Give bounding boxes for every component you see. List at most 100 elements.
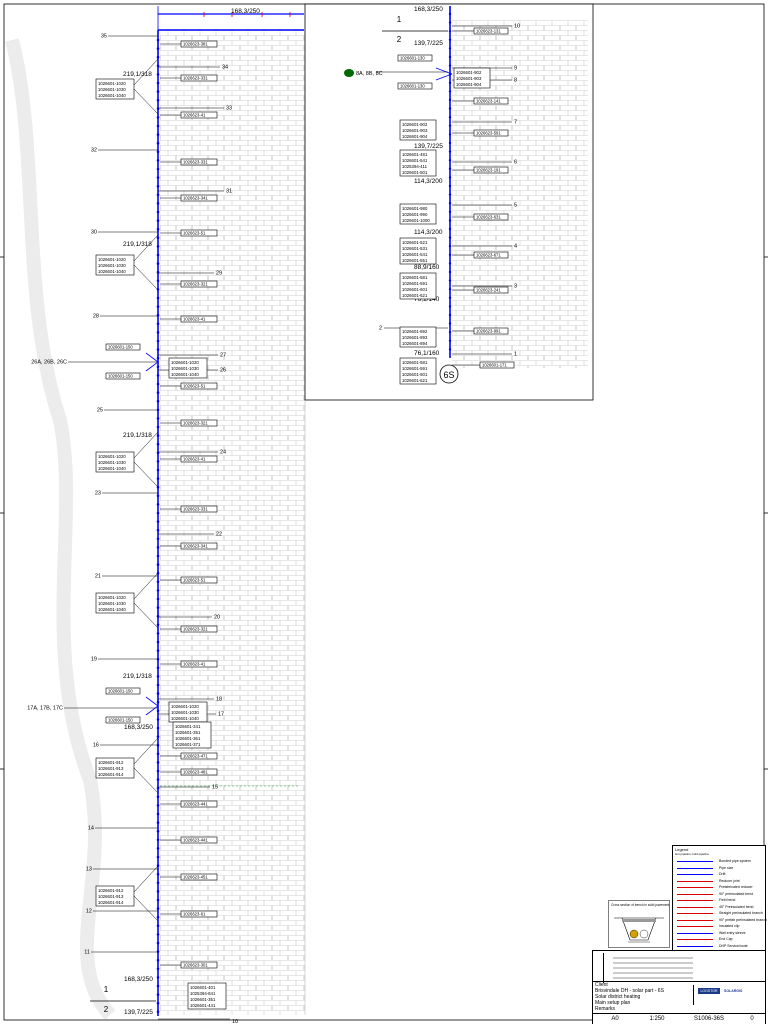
detail-view-label: 6S (443, 370, 454, 380)
joint-marker (448, 30, 452, 33)
detail-junction-tag-label: 1026601-130 (400, 56, 425, 61)
part-group-line: 1026601-1040 (98, 607, 126, 612)
joint-marker (448, 167, 452, 170)
pipe-dimension: 219,1/318 (123, 71, 152, 78)
junction-tag: 1026601-150 (105, 716, 141, 724)
part-tag: 1026623-41 (180, 455, 218, 463)
part-tag: 1026623-321 (180, 280, 218, 288)
joint-marker (156, 795, 160, 799)
paving-strip (160, 30, 305, 1015)
part-group-line: 1026601-1030 (98, 460, 126, 465)
joint-marker (156, 305, 160, 308)
detail-part-group: 1026601-4811026601-5411025394-4111026601… (399, 149, 437, 177)
part-group-line: 1026601-1030 (98, 601, 126, 606)
detail-dimensions: 168,3/250139,7/225139,7/225114,3/200114,… (382, 6, 448, 357)
detail-part-tag-label: 1026623-241 (476, 288, 501, 293)
joint-marker (448, 270, 452, 274)
detail-part-group-line: 1026601-521 (402, 240, 428, 245)
legend-item: Field bend (675, 897, 763, 905)
detail-dimension: 76,1/160 (414, 350, 440, 357)
joint-marker (156, 399, 160, 403)
cross-section-detail: Cross section of trench in solid pavemen… (608, 900, 670, 948)
detail-line-tag: 7 (514, 120, 517, 126)
joint-marker (156, 331, 160, 334)
detail-part-tag-label: 1026623-131 (476, 29, 501, 34)
detail-part-tag-label: 1026623-991 (476, 329, 501, 334)
joint-marker (448, 73, 452, 76)
joint-marker (156, 580, 160, 584)
line-tag: 14 (88, 826, 94, 832)
part-tag-label: 1026623-381 (183, 42, 208, 47)
part-tag: 1026623-481 (180, 768, 218, 776)
legend-swatch (677, 880, 713, 882)
drawing-scale: 1:250 (649, 1016, 665, 1022)
line-tag: 10 (232, 1019, 238, 1024)
part-tag-label: 1026623-321 (183, 627, 208, 632)
joint-marker (156, 950, 160, 953)
detail-line-tag: 5 (514, 203, 517, 209)
joint-marker (156, 890, 160, 893)
joint-marker (156, 348, 160, 351)
joint-marker (448, 339, 452, 342)
detail-part-tag-label: 1026623-671 (476, 253, 501, 258)
joint-marker (156, 915, 160, 919)
legend-swatch (677, 932, 713, 934)
joint-marker (156, 683, 160, 687)
detail-dimension: 114,3/200 (414, 229, 443, 236)
detail-part-group-line: 1026601-591 (402, 366, 428, 371)
line-tag: 13 (86, 867, 92, 873)
joint-marker (448, 279, 452, 282)
joint-marker (156, 236, 160, 240)
detail-part-group: 1026601-5811026601-5911026601-6011026601… (399, 357, 437, 385)
detail-junction-tags: 1026601-1301026601-1301026601-9021026601… (397, 54, 491, 90)
part-tag: 1026623-471 (180, 752, 218, 760)
line-tag: 22 (216, 532, 222, 538)
detail-part-group-line: 1025394-411 (402, 164, 428, 169)
junction-group: 1026601-3411026601-3511026601-3611026601… (172, 721, 212, 749)
legend-swatch (677, 945, 713, 947)
joint-marker (156, 47, 160, 50)
joint-marker (156, 81, 160, 85)
detail-part-group-line: 1026601-621 (402, 378, 428, 383)
joint-marker (448, 133, 452, 136)
pipe-dimension: 168,3/250 (124, 724, 153, 731)
detail-line-tag: 1 (514, 352, 517, 358)
joint-marker (156, 133, 160, 136)
joint-marker (448, 47, 452, 50)
part-tag-label: 1026623-341 (183, 544, 208, 549)
detail-junction-tag: 1026601-130 (397, 82, 433, 90)
joint-marker (156, 339, 160, 343)
joint-marker (156, 356, 160, 360)
joint-marker (448, 159, 452, 162)
joint-marker (156, 984, 160, 988)
junction-group-line: 1025394-841 (190, 991, 216, 996)
legend-item: Bonded pipe system (675, 858, 763, 866)
joint-marker (156, 761, 160, 764)
detail-part-group-line: 1026601-581 (402, 360, 428, 365)
description-line-1: Solar district heating (595, 994, 641, 1000)
legend: Legend Hot pipeline Cold pipeline Bonded… (672, 845, 767, 951)
legend-item: 45° Preinsulated bend (675, 904, 763, 912)
junction-tag: 1026601-150 (105, 343, 141, 351)
description-line-3: Remarks (595, 1006, 616, 1012)
joint-marker (156, 597, 160, 601)
main-dimensions: 168,3/250219,1/318219,1/318219,1/318219,… (90, 8, 260, 1016)
drawing-revision: 0 (750, 1016, 754, 1022)
legend-swatch (677, 874, 713, 875)
legend-swatch (677, 919, 713, 921)
part-group-line: 1026601-1030 (98, 87, 126, 92)
junction-group-line: 1026601-1040 (171, 716, 199, 721)
green-tag-marker (344, 69, 354, 77)
joint-marker (156, 417, 160, 420)
part-tag: 1026623-41 (180, 111, 218, 119)
detail-junction-tag-label: 1026601-130 (400, 84, 425, 89)
detail-line-tag: 9 (514, 66, 517, 72)
joint-marker (156, 726, 160, 730)
junction-group-line: 1026601-1040 (171, 372, 199, 377)
title-block: Client Brisvindale DH - solar part - 6S … (592, 950, 766, 1024)
legend-label: Insulated clip (719, 924, 740, 928)
